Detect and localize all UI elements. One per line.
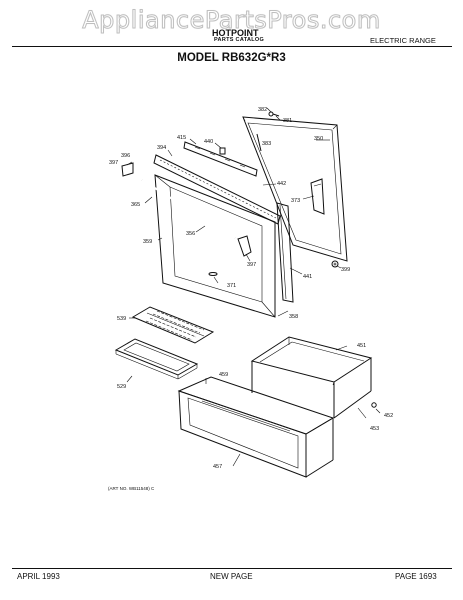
label-397-top: 397 [109,160,118,166]
label-457: 457 [213,464,222,470]
hinge-rod [141,179,236,239]
leader-457 [232,453,241,467]
label-459: 459 [219,372,228,378]
outer-door-panel [242,116,348,262]
label-381: 381 [283,118,292,124]
footer-note: NEW PAGE [210,572,253,581]
label-394: 394 [157,145,166,151]
header-rule [12,46,452,47]
leader-451 [335,345,348,351]
label-415: 415 [177,135,186,141]
storage-drawer [250,336,373,419]
drawer-front-panel [177,376,335,478]
label-383: 383 [262,141,271,147]
label-350: 350 [314,136,323,142]
label-529: 529 [117,384,126,390]
label-442: 442 [277,181,286,187]
leader-452 [375,408,381,414]
drawer-roller [371,402,377,408]
door-trim [276,202,294,303]
footer-rule [12,568,452,569]
small-parts [121,107,342,317]
label-371: 371 [227,283,236,289]
label-359: 359 [143,239,152,245]
label-451: 451 [357,343,366,349]
section-label: ELECTRIC RANGE [370,36,436,45]
catalog-label: PARTS CATALOG [214,37,265,43]
label-365: 365 [131,202,140,208]
inner-door-frame [154,174,276,318]
footer-date: APRIL 1993 [17,572,60,581]
label-373: 373 [291,198,300,204]
label-382: 382 [258,107,267,113]
label-453: 453 [370,426,379,432]
leader-453 [357,407,367,419]
leader-529 [126,375,133,383]
label-440: 440 [204,139,213,145]
label-539: 539 [117,316,126,322]
label-358: 358 [289,314,298,320]
broiler-grid [131,306,215,344]
vent-strip [183,141,258,177]
label-399: 399 [341,267,350,273]
broiler-pan [114,338,199,380]
label-452: 452 [384,413,393,419]
model-title: MODEL RB632G*R3 [177,52,286,64]
label-396: 396 [121,153,130,159]
label-397-bottom: 397 [247,262,256,268]
label-441: 441 [303,274,312,280]
footer-page: PAGE 1693 [395,572,437,581]
watermark: AppliancePartsPros.com [82,6,381,35]
brand-name: HOTPOINT [212,28,259,38]
art-number: (ART NO. WB11548) C [108,486,155,491]
door-top-strip [153,154,281,225]
label-356: 356 [186,231,195,237]
